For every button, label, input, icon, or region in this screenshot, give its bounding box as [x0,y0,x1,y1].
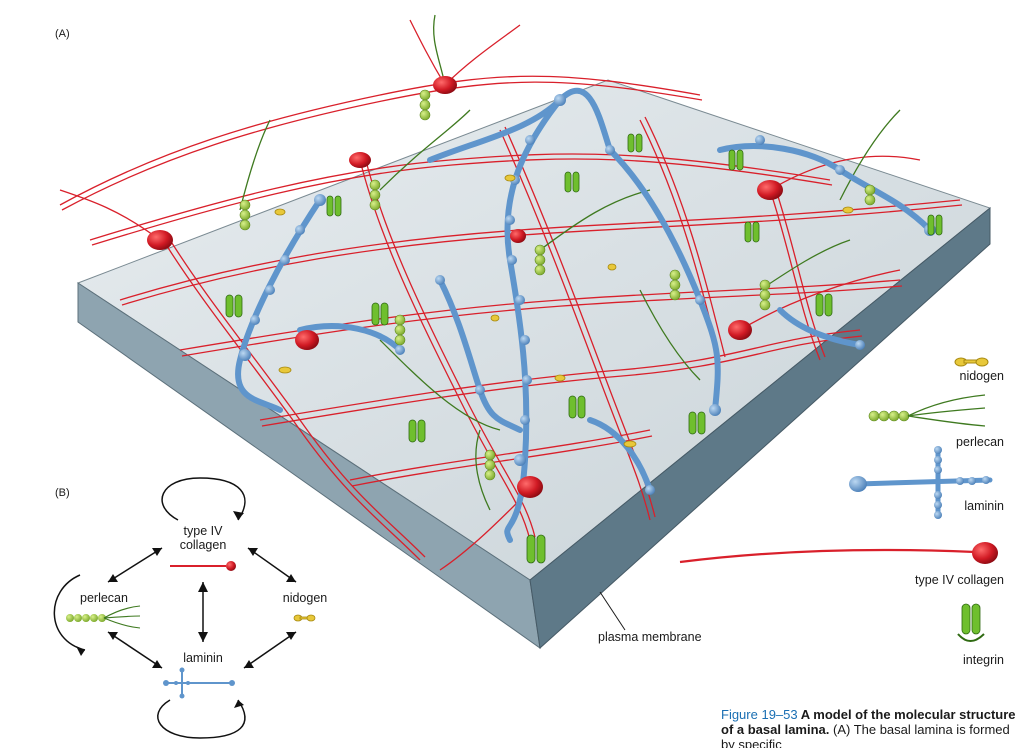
interaction-arrowheads [76,511,296,708]
interaction-diagram [53,477,297,739]
integrin-molecules [225,133,943,564]
perlecan-self-loop [53,574,86,651]
diagram-collagen-label: type IV collagen [179,524,227,552]
laminin-beads [239,94,936,495]
nidogen-laminin-arrow [243,631,297,669]
legend-collagen-label: type IV collagen [915,573,1004,587]
legend-perlecan-icon [868,394,986,427]
perlecan-strands [239,14,901,511]
perlecan-bead-chains [239,89,876,481]
diagram-perlecan-label: perlecan [80,591,128,605]
legend-nidogen-icon [954,357,989,367]
diagram-collagen-icon [170,561,236,571]
legend-nidogen-label: nidogen [959,369,1005,383]
legend-laminin-label: laminin [964,499,1004,513]
legend-perlecan-label: perlecan [956,435,1004,449]
legend-collagen-icon [679,542,998,564]
membrane-leader-line [599,591,626,631]
diagram-perlecan-icon [66,605,141,629]
diagram-laminin-label: laminin [183,651,223,665]
diagram-nidogen-icon [293,614,316,622]
plasma-membrane-label: plasma membrane [598,630,702,644]
nidogen-molecules [274,174,854,448]
figure-caption: Figure 19–53 A model of the molecular st… [721,707,1021,748]
figure-title: A model of the molecular structure of a … [721,707,1016,737]
plasma-membrane-slab [76,79,992,650]
diagram-laminin-icon [163,667,235,699]
figure-caption-body: (A) The basal lamina is formed by specif… [721,722,1010,748]
collagen-self-loop [161,477,246,521]
laminin-self-loop [157,699,246,739]
collagen-perlecan-arrow [107,547,163,583]
figure-number: Figure 19–53 [721,707,798,722]
panel-b-label: (B) [55,487,70,499]
perlecan-laminin-arrow [107,631,163,669]
legend-integrin-label: integrin [963,653,1004,667]
legend-integrin-icon [957,603,985,642]
collagen-heads [147,76,783,498]
diagram-nidogen-label: nidogen [282,591,328,605]
legend-laminin-icon [849,446,993,519]
collagen-nidogen-arrow [247,547,297,583]
panel-a-label: (A) [55,28,70,40]
